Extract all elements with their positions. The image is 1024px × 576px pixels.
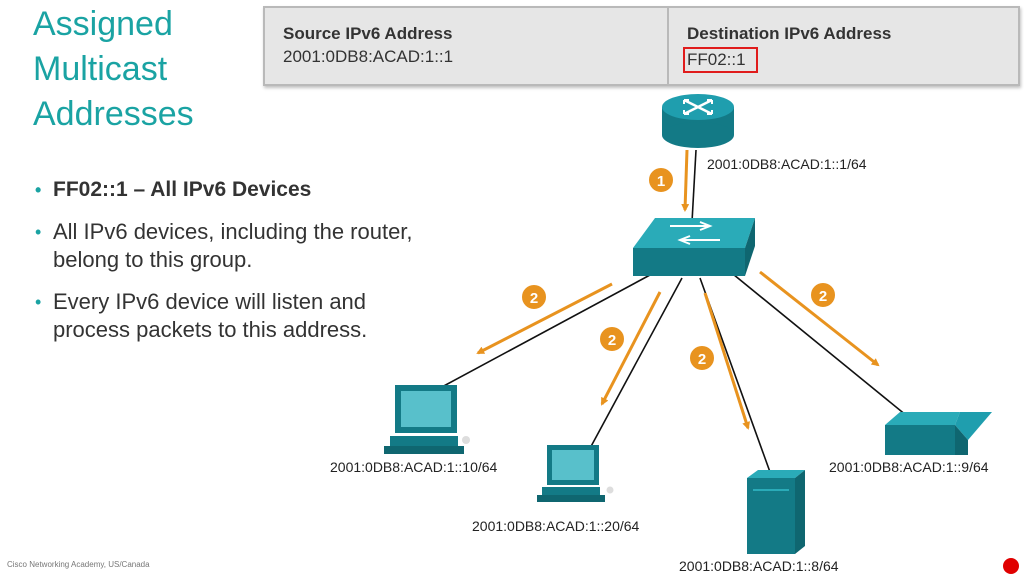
printer-ip-label: 2001:0DB8:ACAD:1::9/64 (829, 459, 989, 475)
destination-address-label: Destination IPv6 Address (687, 24, 892, 43)
packet-address-table: Source IPv6 Address 2001:0DB8:ACAD:1::1 … (263, 6, 1020, 86)
title-line-2: Multicast (33, 50, 168, 88)
link-switch-pc2 (587, 277, 683, 453)
router-ip-label: 2001:0DB8:ACAD:1::1/64 (707, 156, 867, 172)
svg-text:1: 1 (657, 173, 665, 190)
router-icon (662, 94, 734, 148)
arrow-to-pc2 (600, 291, 662, 406)
pc2-icon (537, 445, 614, 502)
title-line-1: Assigned (33, 5, 173, 43)
svg-text:2: 2 (698, 351, 706, 368)
pc2-ip-label: 2001:0DB8:ACAD:1::20/64 (472, 518, 640, 534)
bullet-dot-icon: • (35, 222, 42, 242)
printer-icon (885, 412, 992, 455)
pc1-icon (384, 385, 470, 454)
svg-text:2: 2 (819, 288, 827, 305)
link-switch-pc1 (439, 274, 651, 389)
source-address-value: 2001:0DB8:ACAD:1::1 (283, 47, 454, 66)
bullet-item: •Every IPv6 device will listen and proce… (35, 289, 368, 342)
link-router-switch (691, 149, 697, 223)
title-line-3: Addresses (33, 95, 194, 133)
destination-address-cell: Destination IPv6 Address FF02::1 (669, 8, 1018, 84)
bullet-dot-icon: • (35, 292, 42, 312)
server-ip-label: 2001:0DB8:ACAD:1::8/64 (679, 558, 839, 574)
red-dot-icon (1003, 558, 1019, 574)
page-title: Assigned Multicast Addresses (33, 2, 263, 137)
arrow-to-pc1 (476, 282, 613, 355)
step-badge-2-server: 2 (688, 344, 716, 372)
pc1-ip-label: 2001:0DB8:ACAD:1::10/64 (330, 459, 498, 475)
source-address-cell: Source IPv6 Address 2001:0DB8:ACAD:1::1 (265, 8, 669, 84)
source-address-label: Source IPv6 Address (283, 24, 453, 43)
link-switch-printer (727, 269, 913, 421)
step-badge-2-printer: 2 (809, 281, 837, 309)
switch-icon (633, 218, 755, 276)
network-links (439, 149, 913, 473)
destination-address-value: FF02::1 (683, 47, 758, 73)
step-badge-1: 1 (647, 166, 675, 194)
multicast-arrows (476, 149, 880, 430)
bullet-dot-icon: • (35, 180, 42, 200)
bullet-item: •FF02::1 – All IPv6 Devices (33, 176, 413, 204)
bullet-item: •All IPv6 devices, including the router,… (35, 219, 413, 272)
step-badge-2-pc1: 2 (520, 283, 548, 311)
arrow-router-to-switch (681, 149, 690, 212)
arrow-to-server (703, 292, 750, 430)
bullet-list: •FF02::1 – All IPv6 Devices •All IPv6 de… (33, 176, 413, 358)
step-badge-2-pc2: 2 (598, 325, 626, 353)
arrow-to-printer (759, 270, 880, 367)
svg-text:2: 2 (530, 290, 538, 307)
footer-text: Cisco Networking Academy, US/Canada (7, 560, 150, 569)
svg-text:2: 2 (608, 332, 616, 349)
server-icon (747, 470, 805, 554)
